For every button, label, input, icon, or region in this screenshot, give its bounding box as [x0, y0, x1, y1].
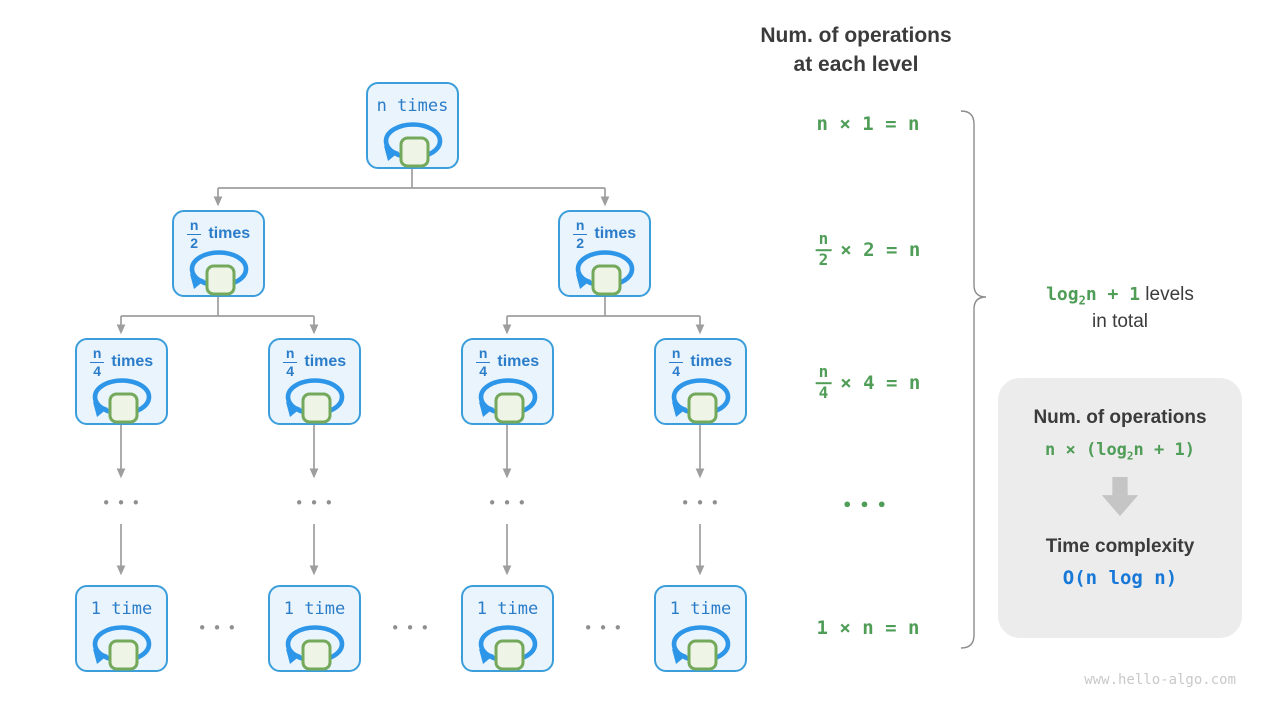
tree-node-l2-left: n 2 times	[172, 210, 265, 297]
tree-node-l3-2: n 4 times	[268, 338, 361, 425]
loop-icon	[475, 375, 541, 425]
loop-icon	[89, 622, 155, 672]
node-label: times	[497, 353, 540, 370]
curly-brace	[960, 110, 987, 649]
loop-icon	[282, 375, 348, 425]
tree-node-leaf-2: 1 time	[268, 585, 361, 672]
node-label: times	[594, 225, 637, 242]
tree-node-l2-right: n 2 times	[558, 210, 651, 297]
loop-icon	[475, 622, 541, 672]
tree-node-l3-3: n 4 times	[461, 338, 554, 425]
fraction: n 4	[475, 346, 491, 378]
loop-icon	[380, 119, 446, 169]
loop-icon	[572, 247, 638, 297]
node-label: times	[208, 225, 251, 242]
node-label: 1 time	[669, 599, 732, 619]
ops-formula-ellipsis: •••	[842, 495, 894, 515]
column-ellipsis: •••	[294, 494, 340, 512]
loop-icon	[282, 622, 348, 672]
tree-node-l3-4: n 4 times	[654, 338, 747, 425]
fraction: n 4	[668, 346, 684, 378]
row-ellipsis: •••	[583, 619, 629, 637]
column-header-line2: at each level	[793, 52, 919, 76]
node-label: times	[304, 353, 347, 370]
fraction: n 4	[282, 346, 298, 378]
row-ellipsis: •••	[197, 619, 243, 637]
fraction: n 2	[815, 230, 832, 269]
summary-box: Num. of operations n × (log2n + 1) Time …	[998, 378, 1242, 638]
node-label: times	[690, 353, 733, 370]
node-label: 1 time	[476, 599, 539, 619]
column-ellipsis: •••	[487, 494, 533, 512]
fraction: n 2	[186, 218, 202, 250]
watermark: www.hello-algo.com	[1084, 672, 1236, 688]
column-ellipsis: •••	[680, 494, 726, 512]
tree-node-root: n times	[366, 82, 459, 169]
down-arrow-icon	[1101, 477, 1139, 517]
summary-title: Num. of operations	[1033, 407, 1207, 428]
node-label: n times	[376, 96, 449, 116]
time-complexity-value: O(n log n)	[1062, 567, 1178, 590]
tree-node-leaf-4: 1 time	[654, 585, 747, 672]
loop-icon	[668, 622, 734, 672]
row-ellipsis: •••	[390, 619, 436, 637]
ops-formula-leaf: 1 × n = n	[816, 617, 920, 639]
column-header: Num. of operations at each level	[732, 22, 980, 80]
tree-node-l3-1: n 4 times	[75, 338, 168, 425]
ops-formula-level3: n 4 × 4 = n	[815, 363, 920, 402]
ops-formula-level2: n 2 × 2 = n	[815, 230, 920, 269]
loop-icon	[186, 247, 252, 297]
levels-annotation: log2n + 1 levels in total	[1004, 282, 1236, 336]
summary-formula: n × (log2n + 1)	[1045, 440, 1195, 463]
column-ellipsis: •••	[101, 494, 147, 512]
node-label: times	[111, 353, 154, 370]
tree-node-leaf-1: 1 time	[75, 585, 168, 672]
node-label: 1 time	[90, 599, 153, 619]
time-complexity-title: Time complexity	[1045, 536, 1195, 558]
ops-formula-level1: n × 1 = n	[816, 113, 920, 135]
column-header-line1: Num. of operations	[760, 24, 952, 47]
levels-annotation-line2: in total	[1092, 311, 1148, 333]
node-label: 1 time	[283, 599, 346, 619]
tree-node-leaf-3: 1 time	[461, 585, 554, 672]
fraction: n 4	[815, 363, 832, 402]
loop-icon	[668, 375, 734, 425]
loop-icon	[89, 375, 155, 425]
fraction: n 2	[572, 218, 588, 250]
fraction: n 4	[89, 346, 105, 378]
